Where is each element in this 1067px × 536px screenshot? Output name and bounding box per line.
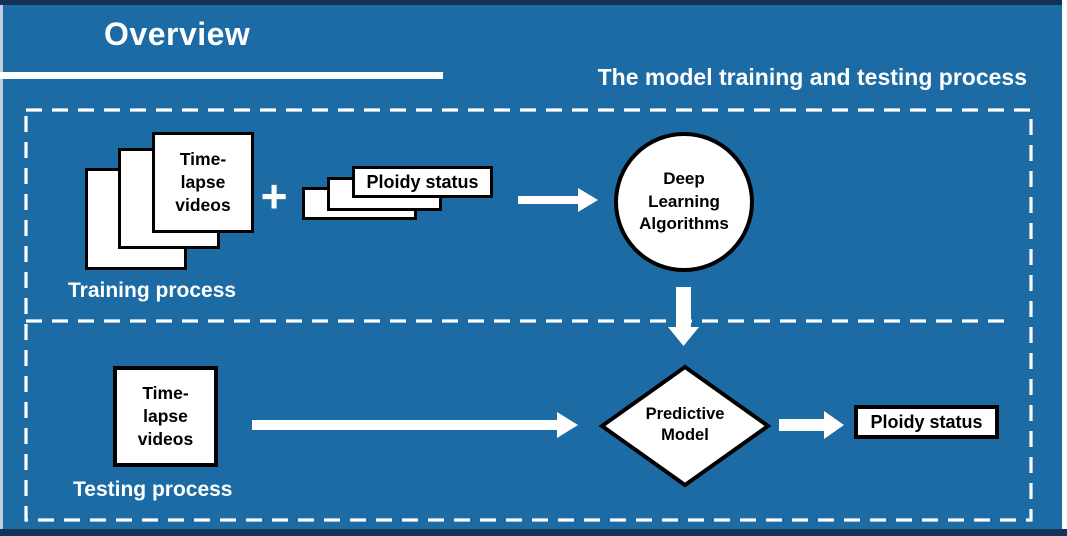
title-underline <box>0 72 443 79</box>
testing-process-label: Testing process <box>73 478 233 501</box>
bottom-edge-bar <box>0 529 1067 536</box>
predictive-model-label: Predictive Model <box>645 405 725 444</box>
ploidy-status-output-node: Ploidy status <box>854 405 999 439</box>
training-process-label: Training process <box>68 279 237 302</box>
predictive-model-diamond-shape <box>598 364 772 488</box>
ploidy-stack-card-front: Ploidy status <box>352 166 493 198</box>
deep-learning-algorithms-node: Deep Learning Algorithms <box>614 132 754 272</box>
testing-timelapse-videos-node: Time- lapse videos <box>113 366 218 467</box>
arrow-right-icon-testing <box>252 412 578 438</box>
dashed-process-border <box>24 108 1033 522</box>
arrow-down-icon <box>668 287 699 346</box>
arrow-right-icon-output <box>779 411 844 439</box>
plus-sign: + <box>260 170 288 222</box>
left-edge-strip <box>0 5 3 529</box>
arrow-right-icon-training <box>518 188 598 212</box>
timelapse-stack-card-front: Time- lapse videos <box>152 132 254 233</box>
slide-subtitle: The model training and testing process <box>597 64 1027 90</box>
right-edge-strip <box>1062 0 1067 529</box>
top-edge-bar <box>0 0 1067 5</box>
page-title: Overview <box>104 16 251 52</box>
